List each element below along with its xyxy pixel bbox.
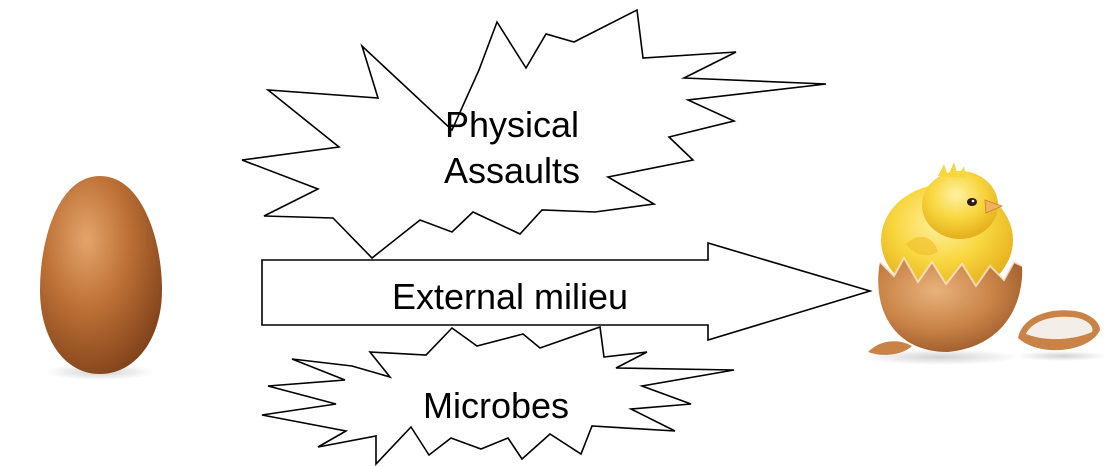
brown-egg-image <box>40 176 162 380</box>
physical-assaults-label: Physical <box>445 104 579 145</box>
hatching-chick-image <box>860 162 1022 365</box>
physical-label-line1: Physical <box>445 104 579 145</box>
microbes-label: Microbes <box>423 385 569 426</box>
external-milieu-label: External milieu <box>392 276 628 317</box>
assaults-label: Assaults <box>444 150 580 191</box>
physical-assaults-burst: Physical Assaults <box>242 10 826 258</box>
external-milieu-arrow: External milieu <box>262 243 870 340</box>
eggshell-fragment-image <box>1016 310 1106 361</box>
physical-label-line2: Assaults <box>444 150 580 191</box>
microbes-burst: Microbes <box>262 327 734 464</box>
